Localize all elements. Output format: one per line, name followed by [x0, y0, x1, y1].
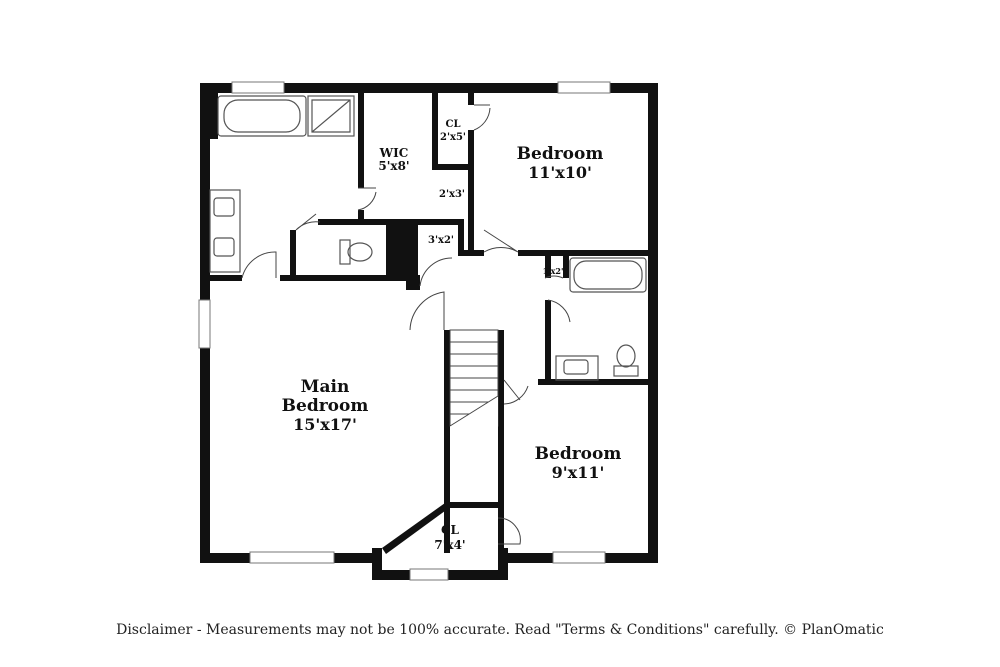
wall-closet-diagonal — [382, 503, 449, 554]
wall-corner-pier — [200, 83, 218, 139]
shower-door-icon — [311, 99, 351, 133]
wall-top — [200, 83, 658, 93]
disclaimer-text: Disclaimer - Measurements may not be 100… — [116, 622, 884, 638]
window — [557, 81, 611, 94]
bedroom-se-size: 9'x11' — [552, 463, 605, 482]
closet-bottom-size: 7'x4' — [434, 538, 465, 552]
main-bedroom-size: 15'x17' — [293, 415, 357, 434]
closet-3x2-size: 3'x2' — [428, 235, 454, 246]
wall-bath-south-west — [210, 275, 242, 281]
wall-bump-left — [372, 548, 382, 580]
door-3x2 — [419, 257, 453, 287]
wall-stair-south — [444, 502, 504, 508]
vanity-icon — [555, 355, 599, 381]
door-bath2 — [547, 299, 571, 323]
window — [409, 568, 449, 581]
toilet-tank-icon — [339, 239, 351, 265]
wall-bump-right — [498, 548, 508, 580]
closet-1x2-size: 1'x2' — [543, 266, 564, 276]
door-1x2 — [544, 275, 564, 279]
wall-wc-west — [290, 230, 296, 280]
windows — [198, 81, 611, 581]
stairs — [449, 329, 499, 428]
wall-cl-south — [432, 164, 470, 170]
wic-size: 5'x8' — [378, 159, 409, 173]
closet-2x3-size: 2'x3' — [439, 189, 465, 200]
door-cl-top — [473, 104, 491, 131]
sink-icon — [213, 237, 235, 257]
wall-3x2-north — [418, 219, 463, 225]
wall-bath2-south — [538, 379, 648, 385]
main-bedroom-label: Main — [301, 377, 350, 397]
window — [552, 551, 606, 564]
bathtub-basin-icon — [573, 260, 643, 290]
wall-chase-foot — [406, 276, 420, 290]
wall-bedroom-west — [468, 130, 474, 255]
wall-bath-south — [280, 275, 420, 281]
bathtub-basin-icon — [223, 99, 301, 133]
wall-stair-east — [498, 378, 504, 553]
vanity-icon — [209, 189, 241, 273]
window — [231, 81, 285, 94]
bedroom-ne-label: Bedroom — [517, 144, 604, 164]
toilet-bowl-icon — [347, 242, 373, 262]
wall-1x2-east — [563, 256, 569, 278]
closet-bottom-label: CL — [441, 523, 460, 537]
door-main-bedroom — [409, 291, 445, 331]
doors — [241, 104, 571, 545]
wall-stair-west — [444, 330, 450, 553]
room-labels: Main Bedroom 15'x17' Bedroom 11'x10' Bed… — [282, 119, 622, 552]
shower-icon — [307, 95, 355, 137]
wall-wic-south — [318, 219, 418, 225]
wall-bath2-north — [518, 250, 648, 256]
door-cl-bottom — [497, 517, 521, 545]
sink-icon — [563, 359, 589, 375]
wall-chase — [386, 225, 418, 280]
wall-3x2-east — [458, 219, 464, 256]
window — [249, 551, 335, 564]
door-bath — [241, 251, 277, 279]
closet-top-label: CL — [446, 119, 461, 130]
door-bedroom-ne — [483, 229, 519, 253]
wall-cl-west — [432, 93, 438, 168]
bedroom-se-label: Bedroom — [535, 444, 622, 464]
bedroom-ne-size: 11'x10' — [528, 163, 592, 182]
wall-cl-east-top — [468, 93, 474, 105]
window — [198, 299, 211, 349]
toilet-bowl-icon — [616, 344, 636, 368]
toilet-tank-icon — [613, 365, 639, 377]
wall-right — [648, 83, 658, 563]
wall-hall-north — [458, 250, 484, 256]
wic-label: WIC — [379, 146, 409, 160]
door-wic — [357, 187, 377, 211]
wall-wic-west — [358, 93, 364, 188]
bathtub-icon — [569, 257, 647, 293]
wall-wic-west-low — [358, 210, 364, 220]
closet-top-size: 2'x5' — [440, 132, 466, 143]
main-bedroom-label: Bedroom — [282, 396, 369, 416]
interior-walls — [210, 93, 648, 554]
door-wc — [295, 213, 321, 231]
fixtures — [209, 95, 647, 381]
wall-stair-east-top — [498, 330, 504, 378]
wall-bath2-west — [545, 300, 551, 385]
bathtub-icon — [217, 95, 307, 137]
wall-1x2-west — [545, 256, 551, 278]
door-bedroom-se — [503, 379, 529, 405]
sink-icon — [213, 197, 235, 217]
